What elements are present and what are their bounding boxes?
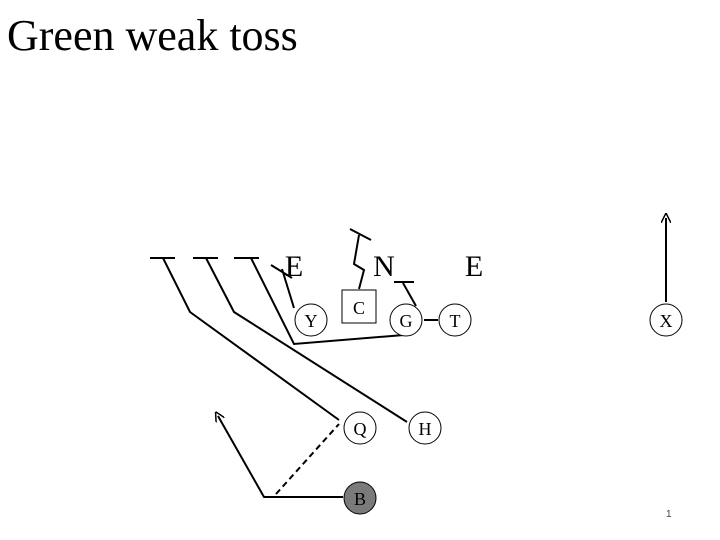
blocking-assignments (150, 218, 666, 498)
player-x-label: X (660, 311, 673, 331)
player-q: Q (343, 411, 377, 445)
player-x: X (649, 303, 683, 337)
defender-nose: N (373, 250, 395, 283)
player-h: H (408, 411, 442, 445)
b-route (218, 416, 343, 498)
c-block-stop (349, 228, 372, 241)
player-c-label: C (353, 298, 365, 318)
y-block-line (281, 268, 295, 309)
page-number: 1 (666, 509, 672, 520)
g-pull-line (250, 257, 405, 346)
toss-line (275, 423, 340, 495)
player-h-label: H (419, 419, 432, 439)
y-block-stop (270, 264, 293, 279)
player-y: Y (294, 303, 328, 337)
player-y-label: Y (305, 311, 318, 331)
player-g: G (389, 303, 423, 337)
h-block-line (205, 257, 408, 423)
player-b: B (343, 481, 377, 515)
player-c: C (341, 289, 377, 324)
c-block-line (352, 234, 366, 290)
player-g-label: G (400, 311, 413, 331)
g-down-block-line (402, 282, 417, 307)
player-t-label: T (450, 311, 461, 331)
defender-end-left: E (285, 250, 303, 283)
defender-end-right: E (465, 250, 483, 283)
q-block-line (162, 257, 340, 421)
player-q-label: Q (354, 419, 367, 439)
player-t: T (438, 303, 472, 337)
player-b-label: B (354, 489, 366, 509)
slide-title: Green weak toss (7, 11, 298, 60)
